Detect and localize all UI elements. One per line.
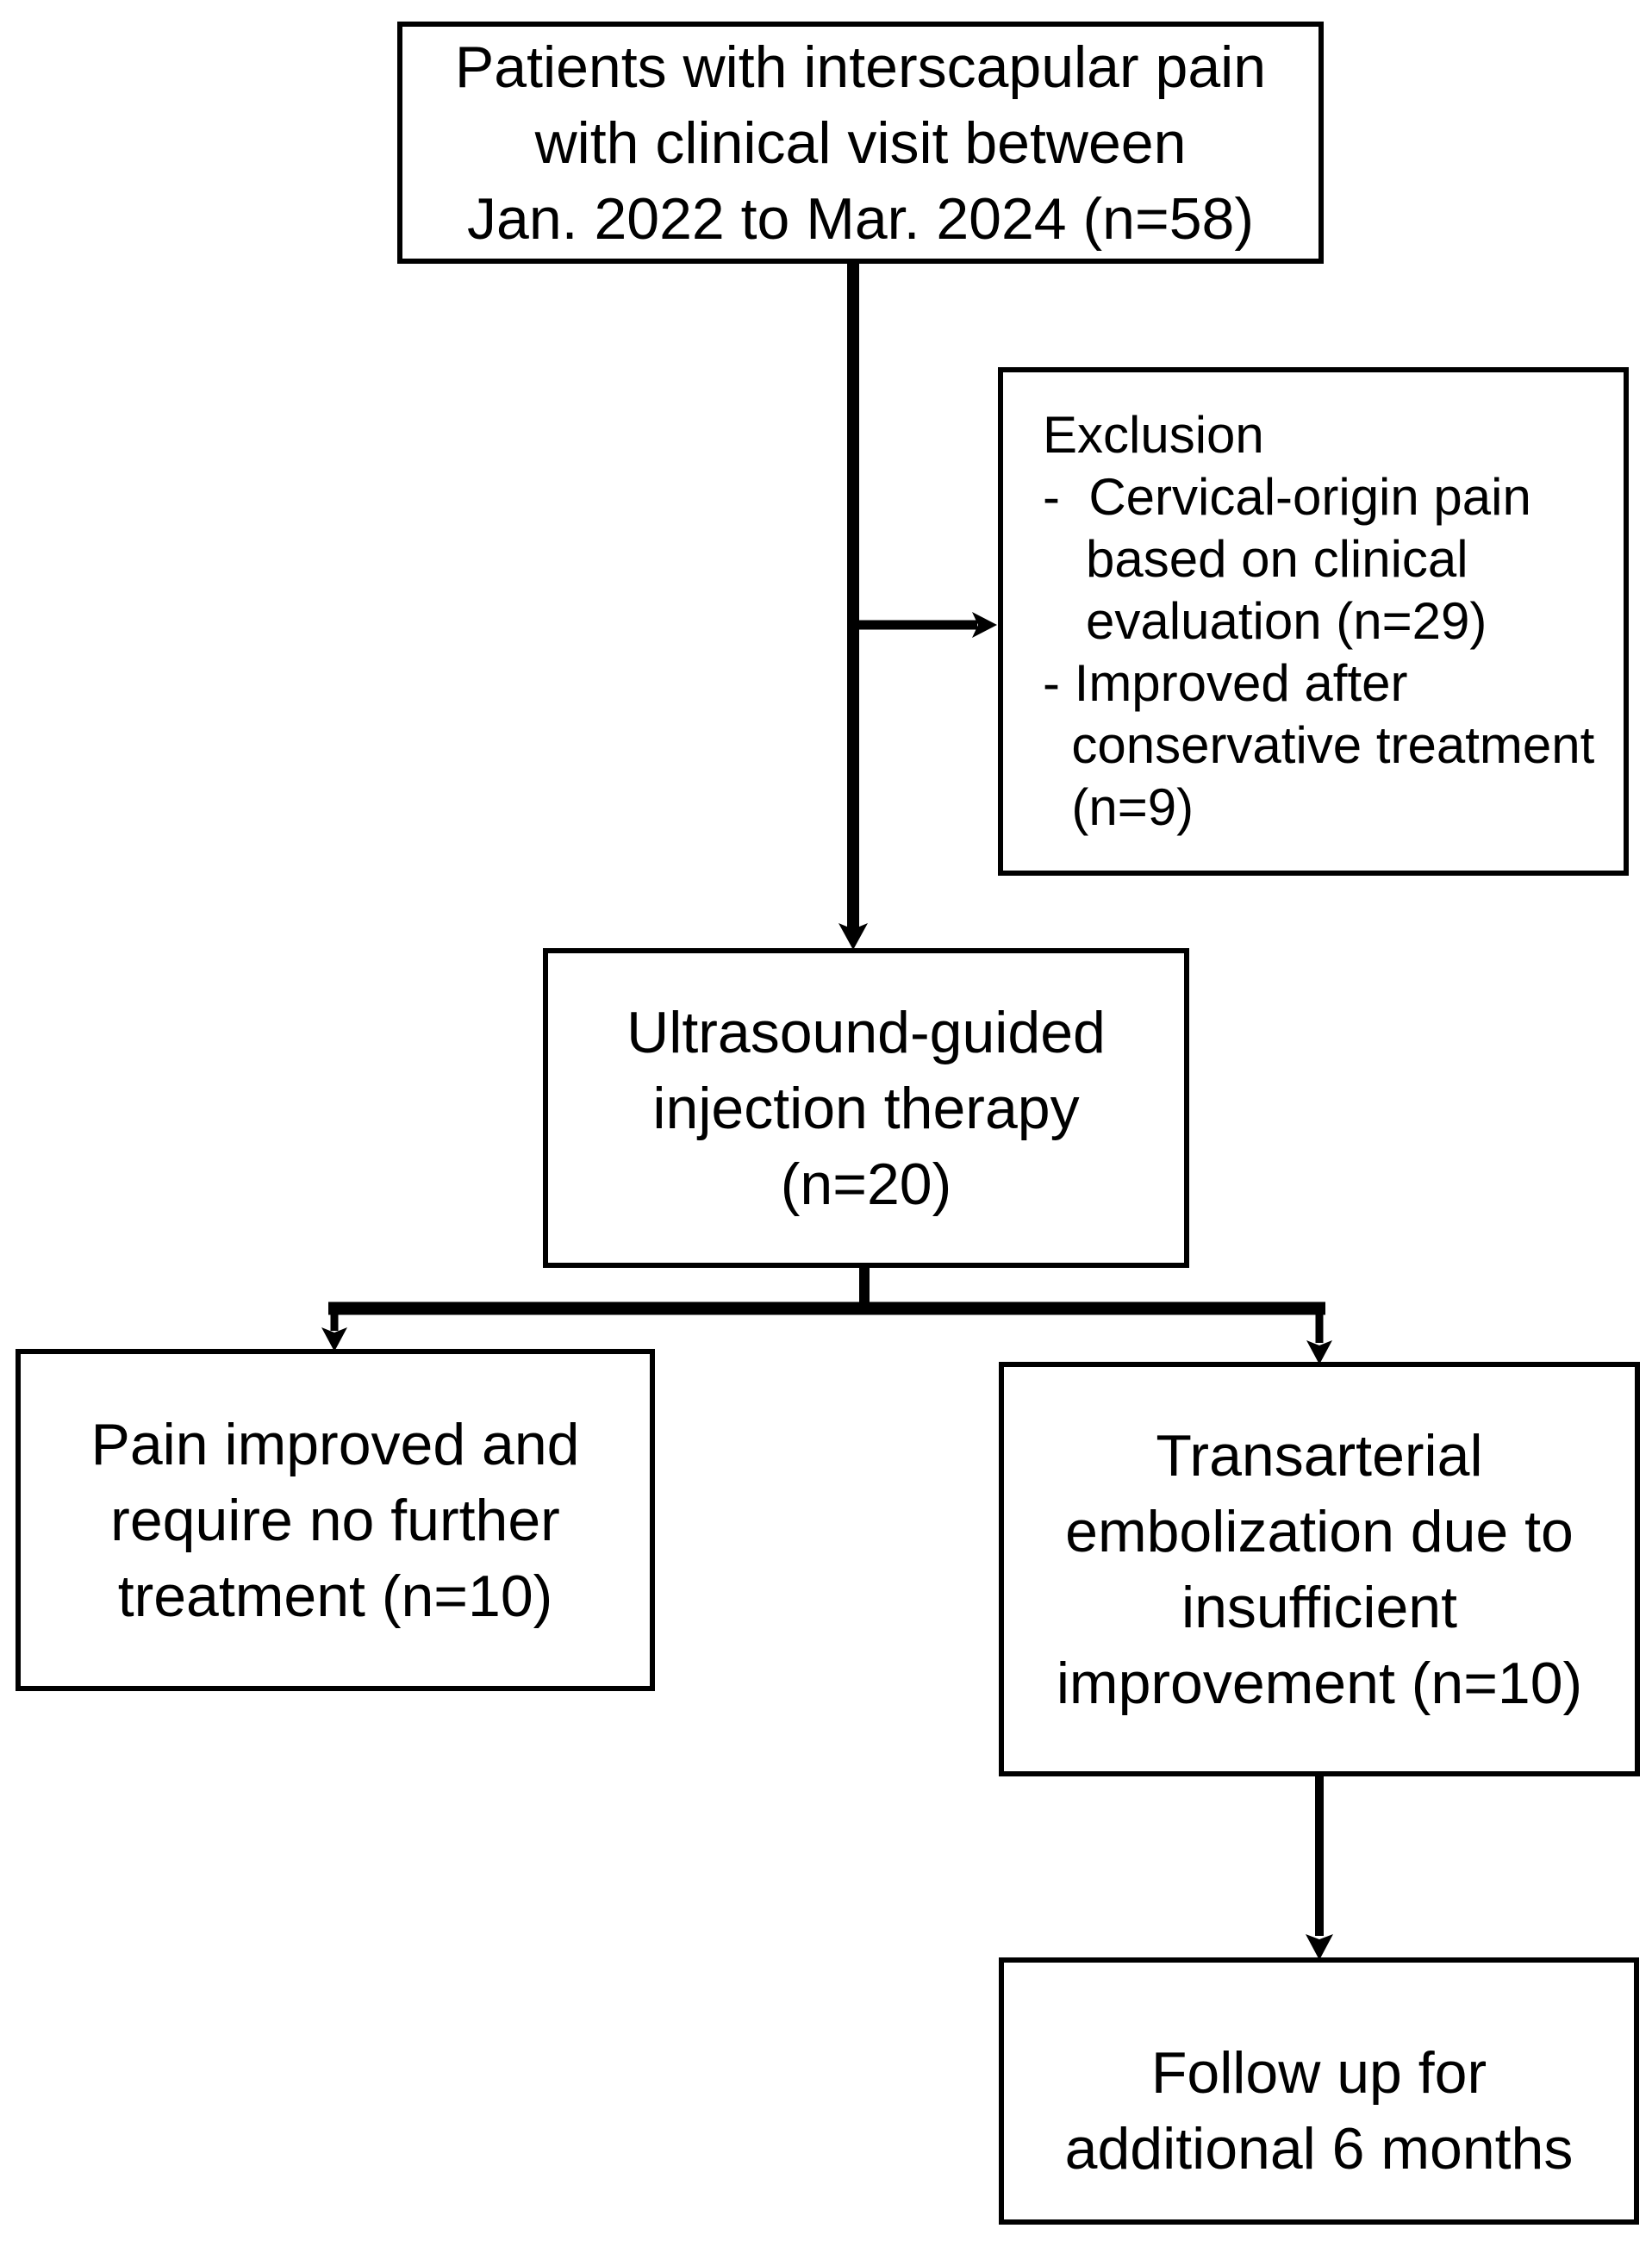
- node-followup-label: Follow up for additional 6 months: [1064, 2040, 1574, 2182]
- node-exclusion: Exclusion - Cervical-origin pain based o…: [998, 367, 1629, 876]
- node-transarterial-embolization-label: Transarterial embolization due to insuff…: [1056, 1422, 1583, 1716]
- node-exclusion-label: Exclusion - Cervical-origin pain based o…: [1043, 406, 1595, 836]
- node-followup: Follow up for additional 6 months: [999, 1957, 1639, 2225]
- arrow-embolization-to-followup: [1306, 1775, 1333, 1960]
- node-enrollment: Patients with interscapular pain with cl…: [397, 22, 1324, 264]
- node-injection-therapy: Ultrasound-guided injection therapy (n=2…: [543, 948, 1189, 1268]
- arrow-enrollment-to-injection: [838, 261, 868, 950]
- node-transarterial-embolization: Transarterial embolization due to insuff…: [999, 1362, 1640, 1776]
- connector-injection-split: [321, 1265, 1332, 1364]
- node-pain-improved-label: Pain improved and require no further tre…: [90, 1411, 580, 1629]
- node-enrollment-label: Patients with interscapular pain with cl…: [454, 34, 1267, 252]
- node-pain-improved: Pain improved and require no further tre…: [16, 1349, 655, 1691]
- arrow-enrollment-to-exclusion: [848, 612, 997, 638]
- node-injection-therapy-label: Ultrasound-guided injection therapy (n=2…: [627, 999, 1106, 1217]
